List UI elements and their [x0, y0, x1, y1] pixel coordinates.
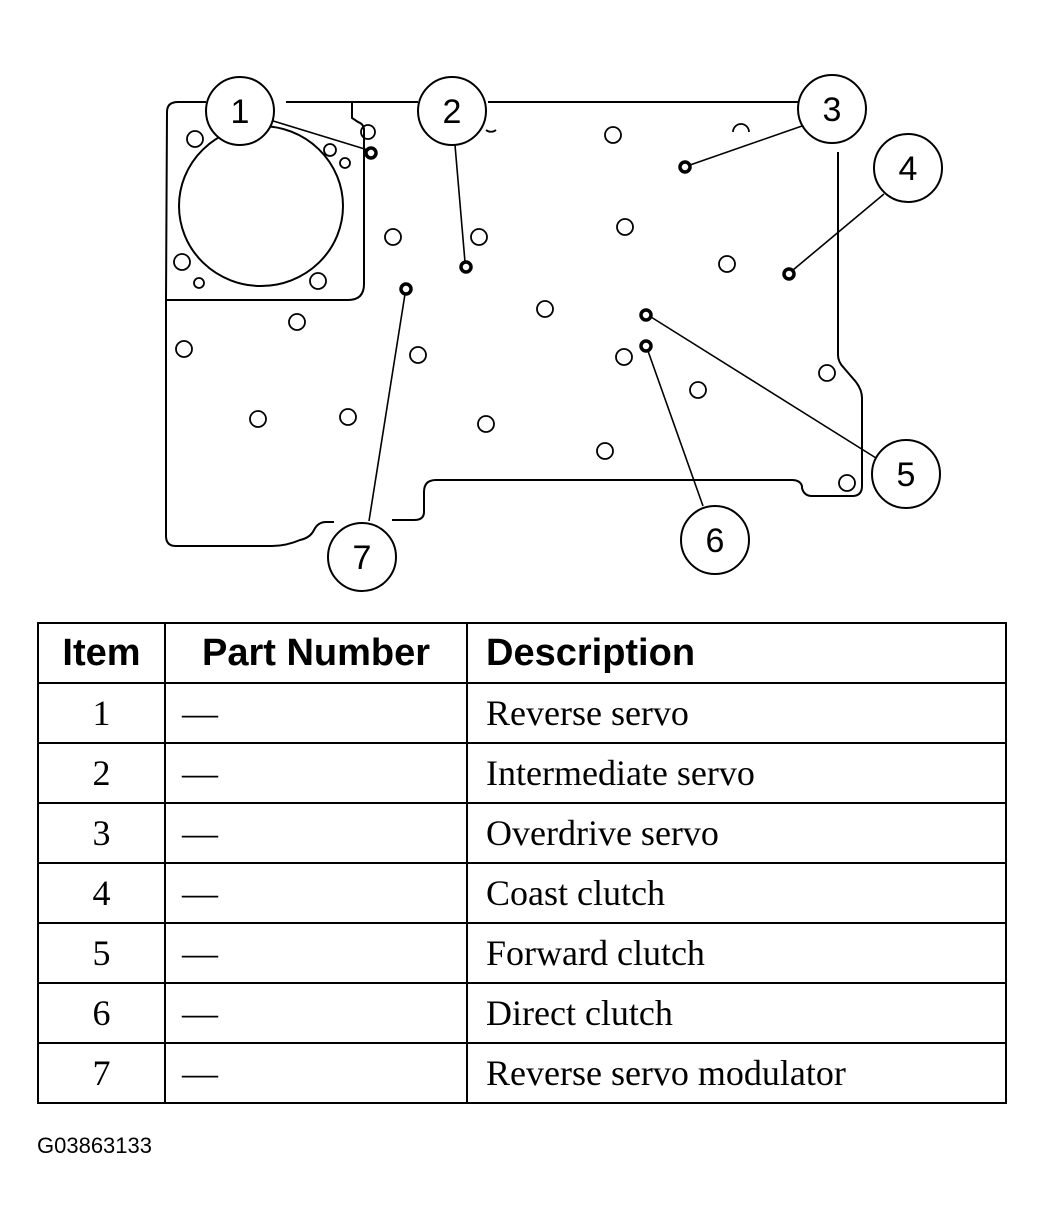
cell-item: 4 [37, 862, 166, 924]
cell-item: 6 [37, 982, 166, 1044]
separator-plate-diagram: 1 2 3 4 5 6 7 [165, 74, 943, 592]
header-item: Item [37, 622, 166, 684]
cell-description: Forward clutch [466, 922, 1007, 984]
callout-2: 2 [417, 76, 487, 146]
cell-part-number: — [164, 862, 468, 924]
callout-6: 6 [680, 505, 750, 575]
figure-id: G03863133 [37, 1133, 152, 1158]
cell-description: Coast clutch [466, 862, 1007, 924]
table-header-row: Item Part Number Description [37, 622, 1007, 684]
callout-targets [364, 146, 796, 353]
cell-part-number: — [164, 922, 468, 984]
header-description: Description [466, 622, 1007, 684]
callout-5: 5 [871, 439, 941, 509]
table-row: 4 — Coast clutch [37, 862, 1007, 924]
cell-description: Direct clutch [466, 982, 1007, 1044]
callout-7: 7 [327, 522, 397, 592]
plate-partition [166, 102, 365, 301]
cell-part-number: — [164, 982, 468, 1044]
table-row: 3 — Overdrive servo [37, 802, 1007, 864]
svg-text:3: 3 [823, 91, 842, 129]
cell-part-number: — [164, 742, 468, 804]
table-row: 7 — Reverse servo modulator [37, 1042, 1007, 1104]
callout-3: 3 [797, 74, 867, 144]
cell-part-number: — [164, 682, 468, 744]
cell-item: 1 [37, 682, 166, 744]
svg-text:7: 7 [353, 539, 372, 577]
cell-item: 3 [37, 802, 166, 864]
cell-description: Reverse servo [466, 682, 1007, 744]
svg-text:4: 4 [899, 150, 918, 188]
header-part-number: Part Number [164, 622, 468, 684]
cell-item: 5 [37, 922, 166, 984]
table-row: 1 — Reverse servo [37, 682, 1007, 744]
plate-outline [165, 101, 863, 547]
servo-bore [178, 125, 344, 287]
cell-part-number: — [164, 802, 468, 864]
cell-description: Reverse servo modulator [466, 1042, 1007, 1104]
parts-table: Item Part Number Description 1 — Reverse… [37, 622, 1007, 1104]
table-row: 2 — Intermediate servo [37, 742, 1007, 804]
cell-part-number: — [164, 1042, 468, 1104]
svg-text:1: 1 [231, 93, 250, 131]
callout-4: 4 [873, 133, 943, 203]
cell-description: Intermediate servo [466, 742, 1007, 804]
svg-text:2: 2 [443, 93, 462, 131]
table-row: 5 — Forward clutch [37, 922, 1007, 984]
table-row: 6 — Direct clutch [37, 982, 1007, 1044]
svg-text:5: 5 [897, 456, 916, 494]
callout-1: 1 [205, 76, 275, 146]
cell-description: Overdrive servo [466, 802, 1007, 864]
leader-lines [269, 119, 885, 522]
svg-text:6: 6 [706, 522, 725, 560]
cell-item: 7 [37, 1042, 166, 1104]
cell-item: 2 [37, 742, 166, 804]
plate-holes [173, 123, 856, 492]
